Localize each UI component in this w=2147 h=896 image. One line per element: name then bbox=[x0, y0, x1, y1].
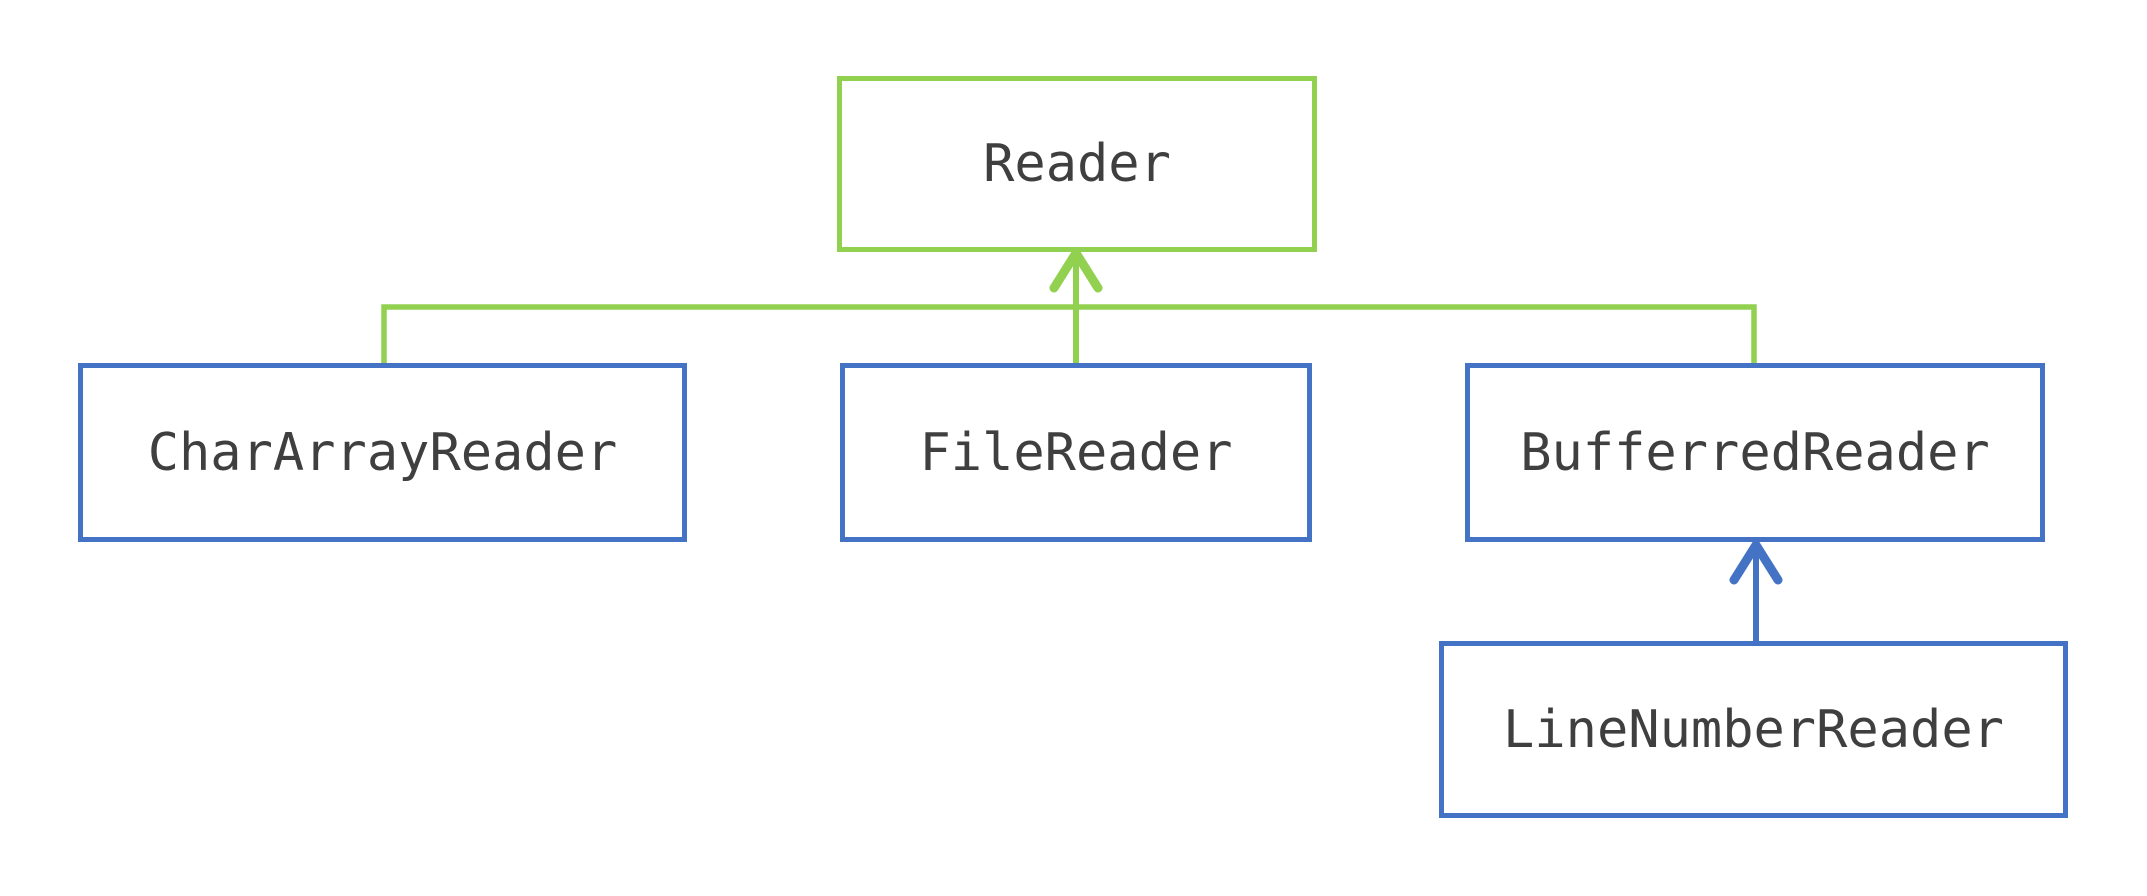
arrow-to-bufferredreader-head bbox=[1729, 536, 1783, 585]
node-reader-label: Reader bbox=[983, 134, 1171, 194]
node-linenumberreader: LineNumberReader bbox=[1439, 641, 2068, 818]
arrow-to-reader-head bbox=[1049, 244, 1103, 293]
node-chararrayreader-label: CharArrayReader bbox=[147, 422, 618, 483]
node-bufferredreader: BufferredReader bbox=[1465, 363, 2045, 542]
node-linenumberreader-label: LineNumberReader bbox=[1503, 699, 2004, 760]
node-reader: Reader bbox=[837, 76, 1317, 252]
node-bufferredreader-label: BufferredReader bbox=[1520, 422, 1990, 483]
green-tree-connector bbox=[381, 304, 1757, 363]
node-filereader: FileReader bbox=[840, 363, 1312, 542]
node-chararrayreader: CharArrayReader bbox=[78, 363, 687, 542]
node-filereader-label: FileReader bbox=[919, 422, 1233, 483]
